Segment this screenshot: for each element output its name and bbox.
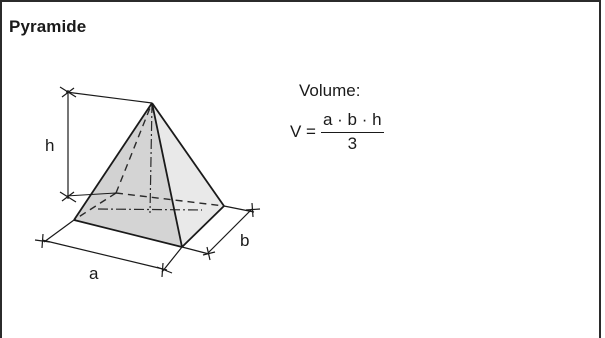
height-label: h	[45, 136, 54, 155]
base-front-label: a	[89, 264, 99, 283]
height-dimension	[59, 86, 153, 203]
volume-caption: Volume:	[299, 81, 361, 100]
height-axis	[149, 102, 153, 214]
visible-edges	[73, 102, 225, 248]
panel-title: Pyramide	[9, 17, 87, 36]
base-diagonal	[97, 208, 203, 211]
hidden-edges	[73, 102, 225, 221]
base-front-dimension	[34, 219, 183, 278]
formula-fraction: a · b · h 3	[321, 110, 384, 154]
formula-denominator: 3	[347, 134, 358, 153]
formula-numerator: a · b · h	[321, 110, 384, 133]
formula-lhs: V =	[290, 122, 316, 141]
side-face	[152, 103, 224, 247]
volume-formula: V = a · b · h 3	[290, 110, 384, 154]
front-face	[74, 103, 182, 247]
base-side-dimension	[181, 202, 261, 261]
base-side-label: b	[240, 231, 249, 250]
